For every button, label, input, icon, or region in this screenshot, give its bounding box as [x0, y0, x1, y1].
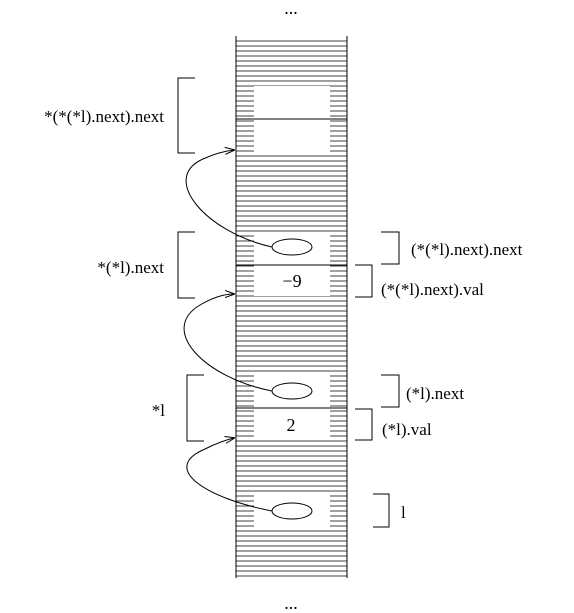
bracket-node1-next — [381, 374, 400, 408]
bracket-node2-val — [355, 264, 373, 298]
label-variable-l: l — [401, 503, 406, 522]
bracket-node1-val — [355, 408, 373, 441]
bracket-node1 — [186, 374, 204, 442]
bracket-node2-next — [381, 231, 400, 265]
node2-val-value: −9 — [282, 271, 301, 291]
node3-block — [236, 86, 347, 152]
arrow-node2-to-node3 — [185, 150, 273, 248]
variable-l-pointer — [271, 502, 313, 520]
node2-block: −9 — [236, 232, 347, 296]
bracket-node3 — [177, 77, 195, 154]
label-node2: *(*l).next — [97, 258, 164, 277]
bracket-variable-l — [373, 493, 390, 528]
node1-val-value: 2 — [287, 415, 296, 435]
variable-l-block — [254, 495, 330, 527]
label-node3: *(*(*l).next).next — [44, 107, 164, 126]
label-node1: *l — [152, 401, 166, 420]
bottom-ellipsis: ... — [284, 593, 298, 613]
label-node1-val: (*l).val — [382, 420, 432, 439]
top-ellipsis: ... — [284, 0, 298, 18]
arrow-node1-to-node2 — [183, 294, 273, 392]
label-node2-val: (*(*l).next).val — [381, 280, 484, 299]
label-node2-next: (*(*l).next).next — [411, 240, 523, 259]
bracket-node2 — [177, 231, 195, 299]
node2-next-pointer — [271, 238, 313, 256]
node1-next-pointer — [271, 382, 313, 400]
arrow-l-to-node1 — [186, 438, 273, 512]
node1-block: 2 — [236, 375, 347, 440]
label-node1-next: (*l).next — [406, 384, 464, 403]
